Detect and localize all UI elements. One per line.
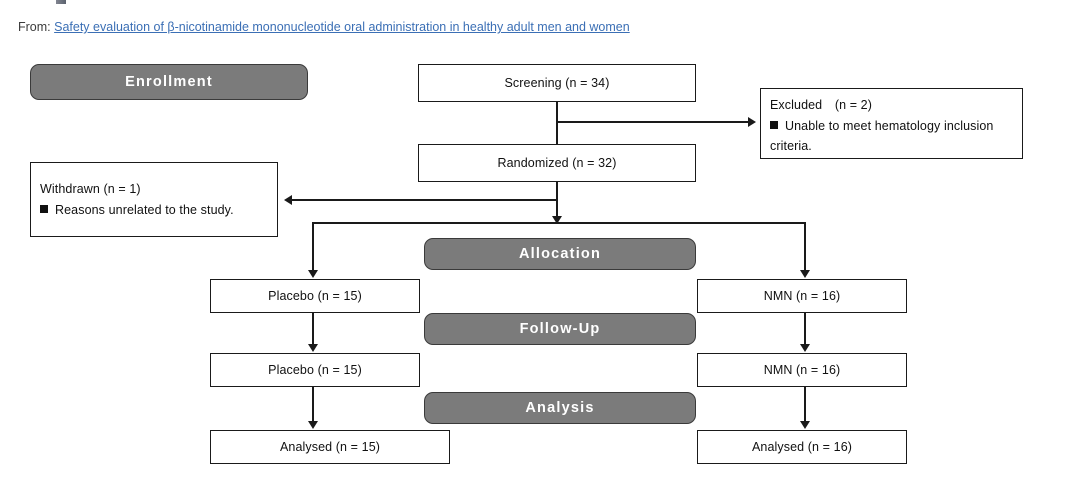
connector-randomized-stem (556, 182, 558, 224)
stage-band-followup: Follow-Up (424, 313, 696, 345)
connector-allocation-split-bar (312, 222, 806, 224)
connector-split-right-drop (804, 222, 806, 275)
excluded-title: Excluded (n = 2) (770, 98, 872, 112)
node-placebo-followup-label: Placebo (n = 15) (268, 363, 362, 377)
connector-randomized-to-withdrawn (292, 199, 556, 201)
stage-band-allocation-label: Allocation (518, 246, 602, 262)
node-withdrawn: Withdrawn (n = 1) Reasons unrelated to t… (30, 162, 278, 237)
stage-band-enrollment-label: Enrollment (125, 74, 213, 90)
from-label: From: (18, 20, 51, 34)
node-nmn-followup-label: NMN (n = 16) (763, 363, 841, 377)
connector-placebo-alloc-to-fu (312, 313, 314, 347)
square-bullet-icon (770, 121, 778, 130)
node-randomized-label: Randomized (n = 32) (497, 156, 617, 170)
node-nmn-allocation-label: NMN (n = 16) (763, 289, 841, 303)
node-nmn-allocation: NMN (n = 16) (697, 279, 907, 313)
node-nmn-analysed: Analysed (n = 16) (697, 430, 907, 464)
node-placebo-allocation-label: Placebo (n = 15) (268, 289, 362, 303)
arrow-to-placebo-allocation (308, 270, 318, 278)
stage-band-analysis-label: Analysis (525, 400, 595, 416)
connector-screening-to-excluded (556, 121, 748, 123)
arrow-placebo-followup (308, 344, 318, 352)
node-screening: Screening (n = 34) (418, 64, 696, 102)
article-title-link[interactable]: Safety evaluation of β-nicotinamide mono… (54, 20, 630, 34)
arrow-to-excluded (748, 117, 756, 127)
connector-screening-to-randomized (556, 102, 558, 144)
source-attribution: From: Safety evaluation of β-nicotinamid… (18, 20, 630, 34)
excluded-reason: Unable to meet hematology inclusion crit… (770, 119, 994, 153)
node-nmn-followup: NMN (n = 16) (697, 353, 907, 387)
arrow-to-withdrawn (284, 195, 292, 205)
arrow-to-nmn-allocation (800, 270, 810, 278)
connector-nmn-fu-to-analysis (804, 387, 806, 424)
connector-placebo-fu-to-analysis (312, 387, 314, 424)
connector-nmn-alloc-to-fu (804, 313, 806, 347)
excluded-reason-row: Unable to meet hematology inclusion crit… (770, 117, 1013, 156)
square-bullet-icon (40, 205, 48, 214)
node-nmn-analysed-label: Analysed (n = 16) (751, 440, 853, 454)
node-excluded: Excluded (n = 2) Unable to meet hematolo… (760, 88, 1023, 159)
withdrawn-reason: Reasons unrelated to the study. (55, 203, 234, 218)
stage-band-followup-label: Follow-Up (519, 321, 601, 337)
stage-band-allocation: Allocation (424, 238, 696, 270)
connector-split-left-drop (312, 222, 314, 275)
stage-band-enrollment: Enrollment (30, 64, 308, 100)
node-randomized: Randomized (n = 32) (418, 144, 696, 182)
arrow-placebo-analysis (308, 421, 318, 429)
arrow-nmn-analysis (800, 421, 810, 429)
node-placebo-analysed: Analysed (n = 15) (210, 430, 450, 464)
withdrawn-reason-row: Reasons unrelated to the study. (40, 201, 268, 220)
node-screening-label: Screening (n = 34) (504, 76, 610, 90)
withdrawn-title: Withdrawn (n = 1) (40, 182, 141, 196)
node-placebo-analysed-label: Analysed (n = 15) (279, 440, 381, 454)
arrow-nmn-followup (800, 344, 810, 352)
node-placebo-allocation: Placebo (n = 15) (210, 279, 420, 313)
cropped-figure-fragment (56, 0, 66, 4)
arrow-randomized-stem (552, 216, 562, 224)
stage-band-analysis: Analysis (424, 392, 696, 424)
node-placebo-followup: Placebo (n = 15) (210, 353, 420, 387)
